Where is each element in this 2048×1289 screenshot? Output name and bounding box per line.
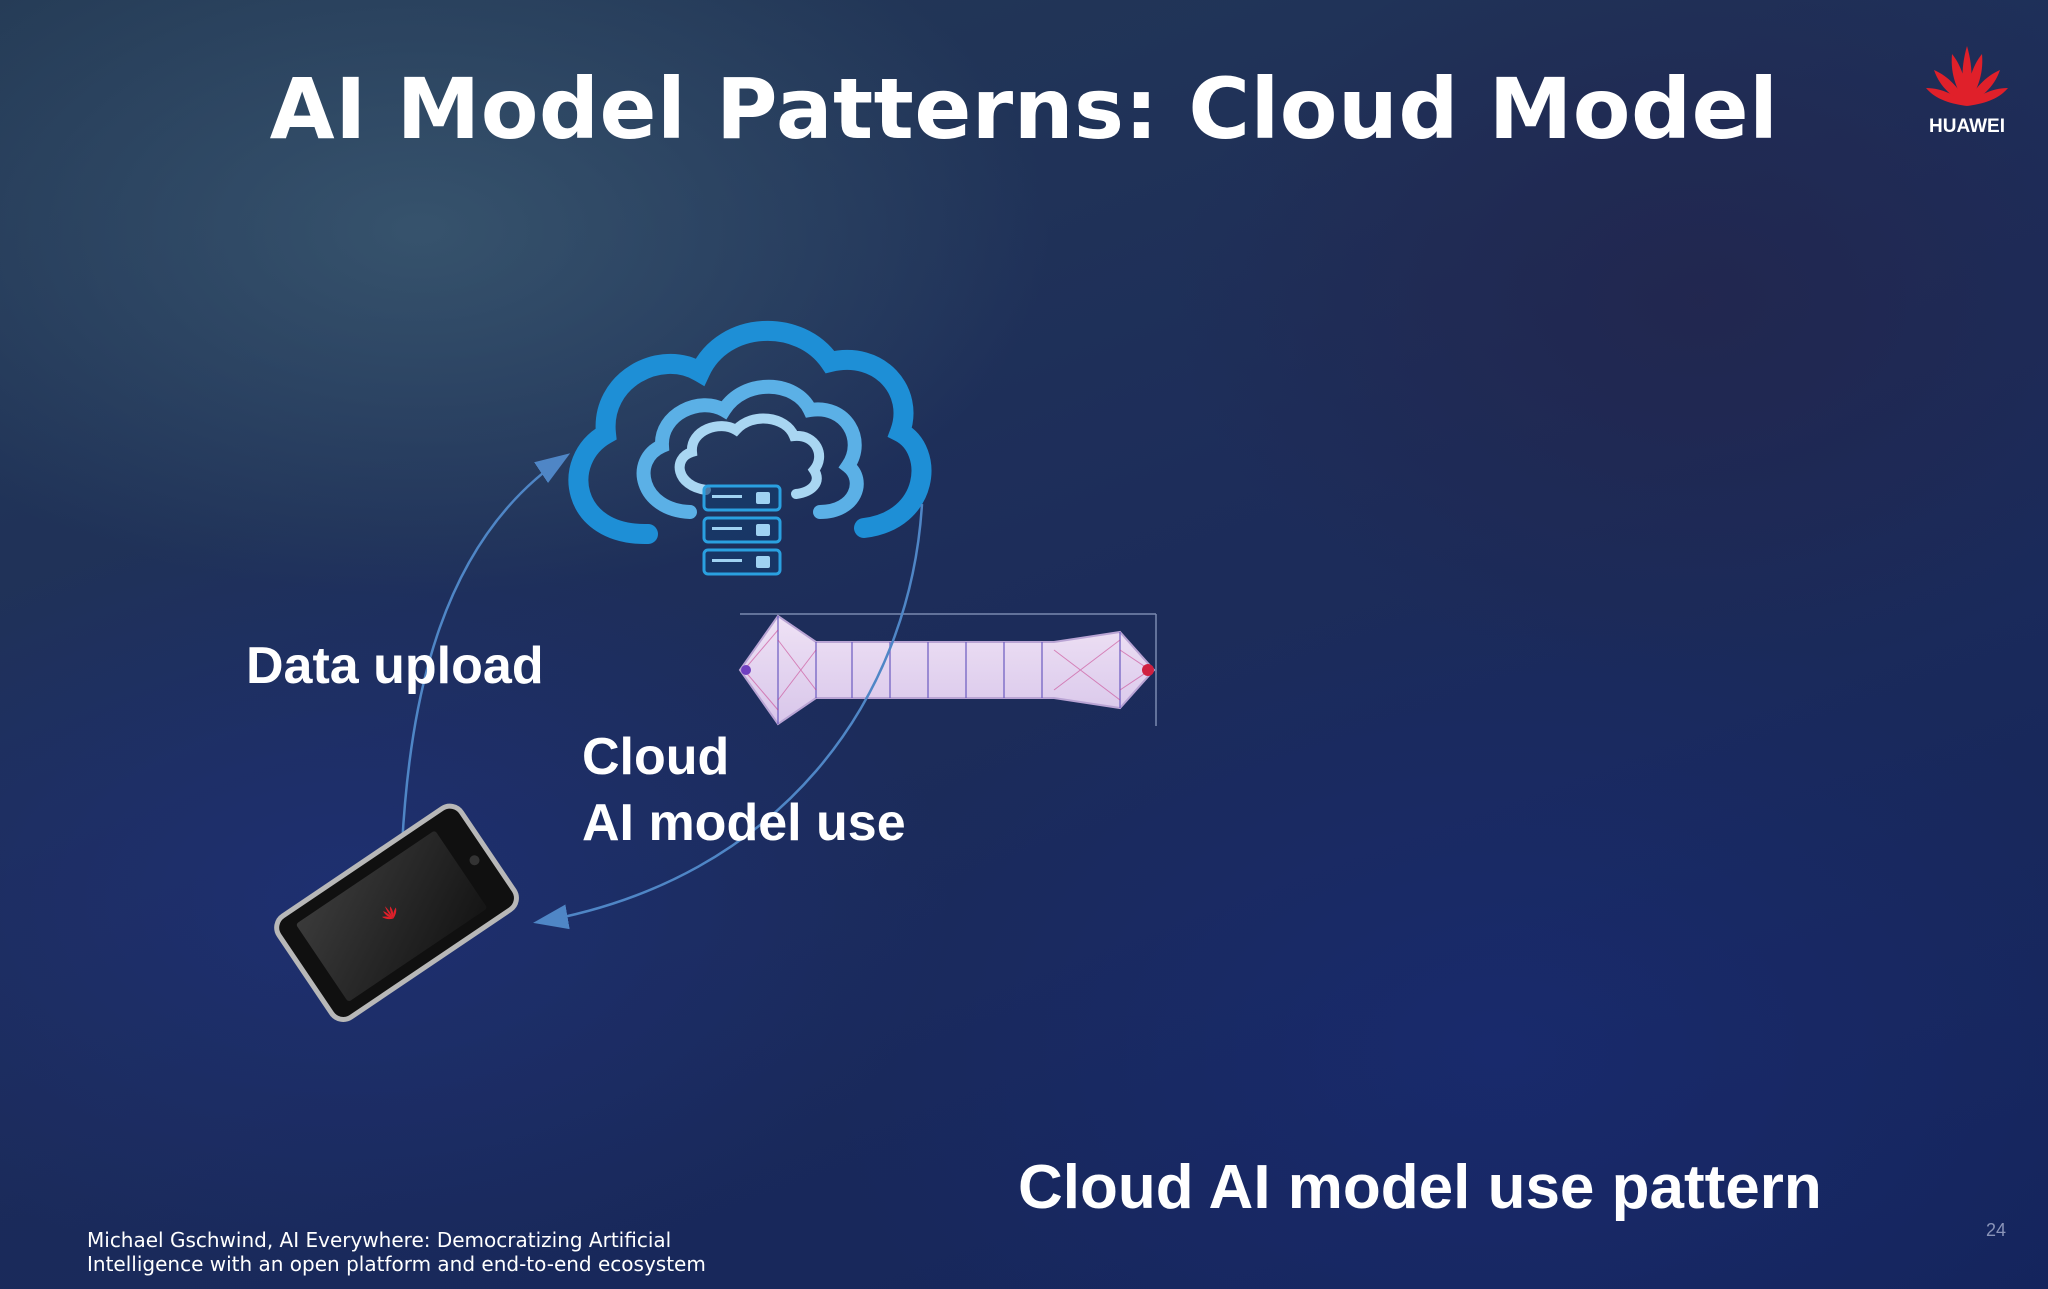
neural-network-visualization xyxy=(738,613,1157,726)
smartphone-icon xyxy=(274,803,519,1022)
footer-line2: Intelligence with an open platform and e… xyxy=(87,1252,706,1276)
slide-caption: Cloud AI model use pattern xyxy=(1018,1153,1822,1222)
logo-text: HUAWEI xyxy=(1929,116,2005,137)
huawei-logo: HUAWEI xyxy=(1922,40,2012,138)
huawei-petal-icon xyxy=(1926,46,2008,106)
cloud-model-use-line2: AI model use xyxy=(582,794,906,852)
page-number: 24 xyxy=(1986,1220,2007,1240)
footer-citation: Michael Gschwind, AI Everywhere: Democra… xyxy=(87,1228,706,1276)
cloud-model-use-label: Cloud AI model use xyxy=(582,724,906,856)
slide-title: AI Model Patterns: Cloud Model xyxy=(269,60,1779,158)
upload-arrow xyxy=(400,453,571,847)
footer-line1: Michael Gschwind, AI Everywhere: Democra… xyxy=(87,1228,672,1252)
model-use-arrow xyxy=(533,503,924,930)
data-upload-label: Data upload xyxy=(246,637,544,695)
cloud-model-use-line1: Cloud xyxy=(582,728,730,786)
cloud-server-icon xyxy=(568,321,932,576)
